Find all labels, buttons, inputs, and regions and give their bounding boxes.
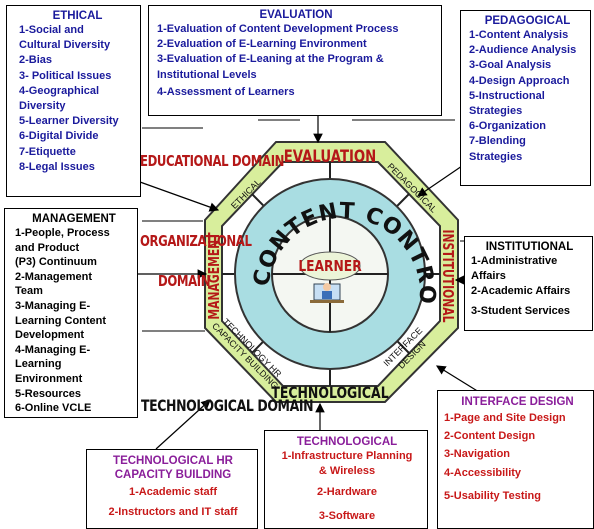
learner-ellipse	[299, 251, 361, 281]
technological-title: TECHNOLOGICAL	[296, 436, 398, 448]
management-item: 4-Managing E-	[15, 343, 91, 356]
pedagogical-item: Strategies	[469, 105, 523, 118]
management-item: 5-Resources	[15, 387, 82, 400]
technological-hr-item: 1-Academic staff	[128, 486, 218, 498]
institutional-title: INSTITUTIONAL	[485, 241, 574, 253]
management-item: 6-Online VCLE	[15, 402, 92, 415]
interface-design-title: INTERFACE DESIGN	[461, 396, 574, 408]
evaluation-item: 4-Assessment of Learners	[157, 85, 295, 98]
pedagogical-item: 5-Instructional	[469, 89, 545, 102]
connector-arrows	[138, 116, 480, 450]
management-item: Team	[15, 285, 43, 298]
connector-lines	[142, 119, 464, 332]
pedagogical-item: 3-Goal Analysis	[469, 59, 552, 72]
pedagogical-item: 6-Organization	[469, 120, 547, 133]
technological-hr-box: TECHNOLOGICAL HR CAPACITY BUILDING 1-Aca…	[86, 449, 258, 529]
pedagogical-item: 4-Design Approach	[469, 74, 570, 87]
educational-domain-label: EDUCATIONAL DOMAIN	[140, 152, 285, 170]
ethical-title: ETHICAL	[52, 10, 103, 22]
interface-design-item: 1-Page and Site Design	[444, 412, 566, 424]
management-item: 1-People, Process	[15, 227, 110, 239]
octagon-label-right: INSTITUTIONAL	[438, 229, 455, 322]
learner-person-icon	[310, 283, 344, 303]
evaluation-item: Institutional Levels	[157, 68, 257, 81]
pedagogical-item: Strategies	[469, 150, 523, 163]
organizational-domain-label-1: ORGANIZATIONAL	[140, 232, 252, 250]
octagon-label-top: EVALUATION	[284, 146, 377, 166]
pedagogical-box: PEDAGOGICAL 1-Content Analysis 2-Audienc…	[460, 10, 591, 186]
ethical-item: 8-Legal Issues	[19, 160, 95, 173]
pedagogical-item: 7-Blending	[469, 135, 526, 148]
institutional-item: 1-Administrative	[471, 255, 558, 267]
institutional-item: Affairs	[471, 270, 506, 283]
evaluation-title: EVALUATION	[259, 9, 333, 21]
interface-design-item: 5-Usability Testing	[444, 489, 541, 502]
interface-design-item: 4-Accessibility	[444, 466, 522, 479]
ethical-item: 2-Bias	[19, 54, 53, 67]
institutional-item: 2-Academic Affairs	[471, 285, 571, 298]
ethical-item: Cultural Diversity	[19, 39, 111, 52]
management-item: Environment	[15, 372, 83, 385]
ethical-box: ETHICAL 1-Social and Cultural Diversity …	[6, 5, 141, 197]
technological-hr-item: 2-Instructors and IT staff	[108, 506, 238, 519]
management-item: Learning	[15, 358, 62, 371]
evaluation-item: 2-Evaluation of E-Learning Environment	[157, 38, 367, 51]
pedagogical-item: 1-Content Analysis	[469, 29, 569, 41]
pedagogical-title: PEDAGOGICAL	[484, 15, 571, 27]
management-title: MANAGEMENT	[32, 213, 116, 225]
octagon-label-bottom: TECHNOLOGICAL	[271, 385, 388, 403]
ethical-item: 3- Political Issues	[19, 69, 112, 82]
management-item: (P3) Continuum	[15, 256, 97, 269]
pedagogical-item: 2-Audience Analysis	[469, 44, 577, 57]
institutional-box: INSTITUTIONAL 1-Administrative Affairs 2…	[464, 236, 593, 331]
interface-design-item: 2-Content Design	[444, 430, 536, 443]
technological-item: 3-Software	[318, 509, 376, 522]
technological-hr-title-2: CAPACITY BUILDING	[114, 469, 232, 481]
learner-label: LEARNER	[298, 258, 362, 275]
organizational-domain-label-2: DOMAIN	[158, 272, 211, 290]
management-item: 2-Management	[15, 270, 93, 283]
evaluation-box: EVALUATION 1-Evaluation of Content Devel…	[148, 5, 442, 116]
management-item: Development	[15, 329, 85, 342]
evaluation-item: 1-Evaluation of Content Development Proc…	[157, 23, 399, 35]
ethical-item: 7-Etiquette	[19, 145, 76, 158]
ethical-item: Diversity	[19, 100, 66, 113]
octagon-label-left: MANAGEMENT	[206, 232, 223, 319]
technological-hr-title-1: TECHNOLOGICAL HR	[113, 455, 233, 467]
ethical-item: 1-Social and	[19, 24, 84, 36]
management-item: Learning Content	[15, 314, 107, 327]
management-item: 3-Managing E-	[15, 299, 91, 312]
technological-domain-label: TECHNOLOGICAL DOMAIN	[141, 396, 314, 415]
interface-design-item: 3-Navigation	[444, 448, 511, 461]
technological-item: & Wireless	[318, 465, 376, 478]
ethical-item: 6-Digital Divide	[19, 130, 99, 143]
technological-item: 1-Infrastructure Planning	[281, 450, 413, 462]
ethical-item: 5-Learner Diversity	[19, 115, 119, 128]
management-item: and Product	[15, 241, 80, 254]
management-box: MANAGEMENT 1-People, Process and Product…	[4, 208, 138, 418]
technological-item: 2-Hardware	[317, 486, 377, 499]
evaluation-item: 3-Evaluation of E-Leaning at the Program…	[157, 53, 384, 66]
ethical-item: 4-Geographical	[19, 84, 100, 97]
technological-box: TECHNOLOGICAL 1-Infrastructure Planning …	[264, 430, 428, 529]
institutional-item: 3-Student Services	[471, 304, 571, 317]
interface-design-box: INTERFACE DESIGN 1-Page and Site Design …	[437, 390, 594, 529]
